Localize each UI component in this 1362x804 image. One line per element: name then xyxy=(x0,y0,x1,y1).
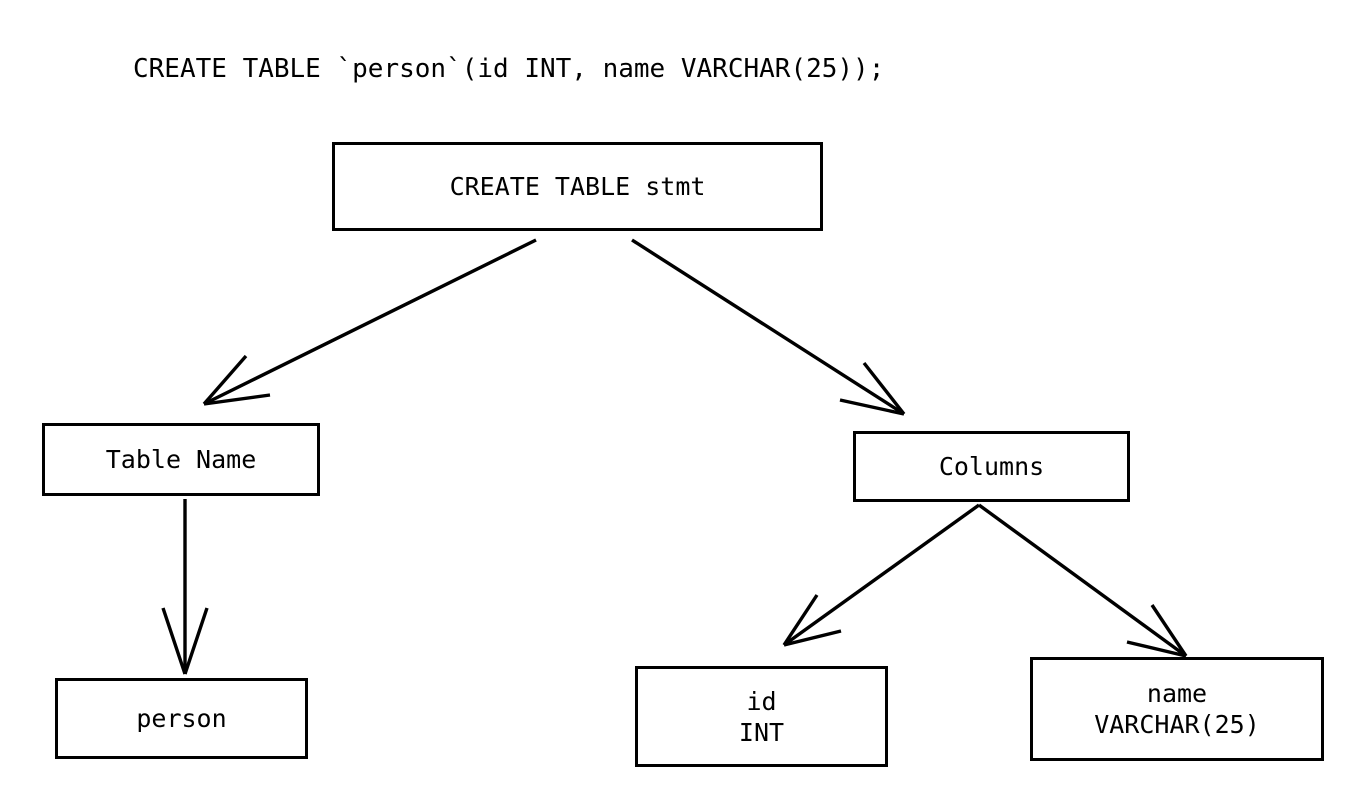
node-column-type: INT xyxy=(738,717,785,747)
node-create-table-stmt[interactable]: CREATE TABLE stmt xyxy=(332,142,823,231)
node-label: CREATE TABLE stmt xyxy=(449,172,706,201)
node-column-name: id xyxy=(746,686,777,716)
arrowhead-open-v xyxy=(782,594,842,647)
node-columns[interactable]: Columns xyxy=(853,431,1130,502)
edge-columns-to-col-id xyxy=(782,503,980,647)
edge-columns-to-col-name xyxy=(977,503,1188,658)
node-label: person xyxy=(136,704,227,733)
node-person[interactable]: person xyxy=(55,678,308,759)
arrowhead-open-v xyxy=(161,607,209,675)
node-column-name: name xyxy=(1146,679,1208,708)
arrowhead-open-v xyxy=(202,354,271,406)
node-label: Table Name xyxy=(105,445,257,474)
sql-statement-caption: CREATE TABLE `person`(id INT, name VARCH… xyxy=(133,54,885,84)
arrowhead-open-v xyxy=(1126,604,1188,658)
node-table-name[interactable]: Table Name xyxy=(42,423,320,496)
arrowhead-open-v xyxy=(839,361,906,416)
node-label: Columns xyxy=(938,452,1045,481)
edge-root-to-table-name xyxy=(202,238,537,406)
node-column-name-varchar[interactable]: name VARCHAR(25) xyxy=(1030,657,1324,761)
edge-root-to-columns xyxy=(631,238,906,416)
node-column-id[interactable]: id INT xyxy=(635,666,888,767)
node-column-type: VARCHAR(25) xyxy=(1094,710,1260,739)
edge-table-name-to-person xyxy=(161,499,209,675)
